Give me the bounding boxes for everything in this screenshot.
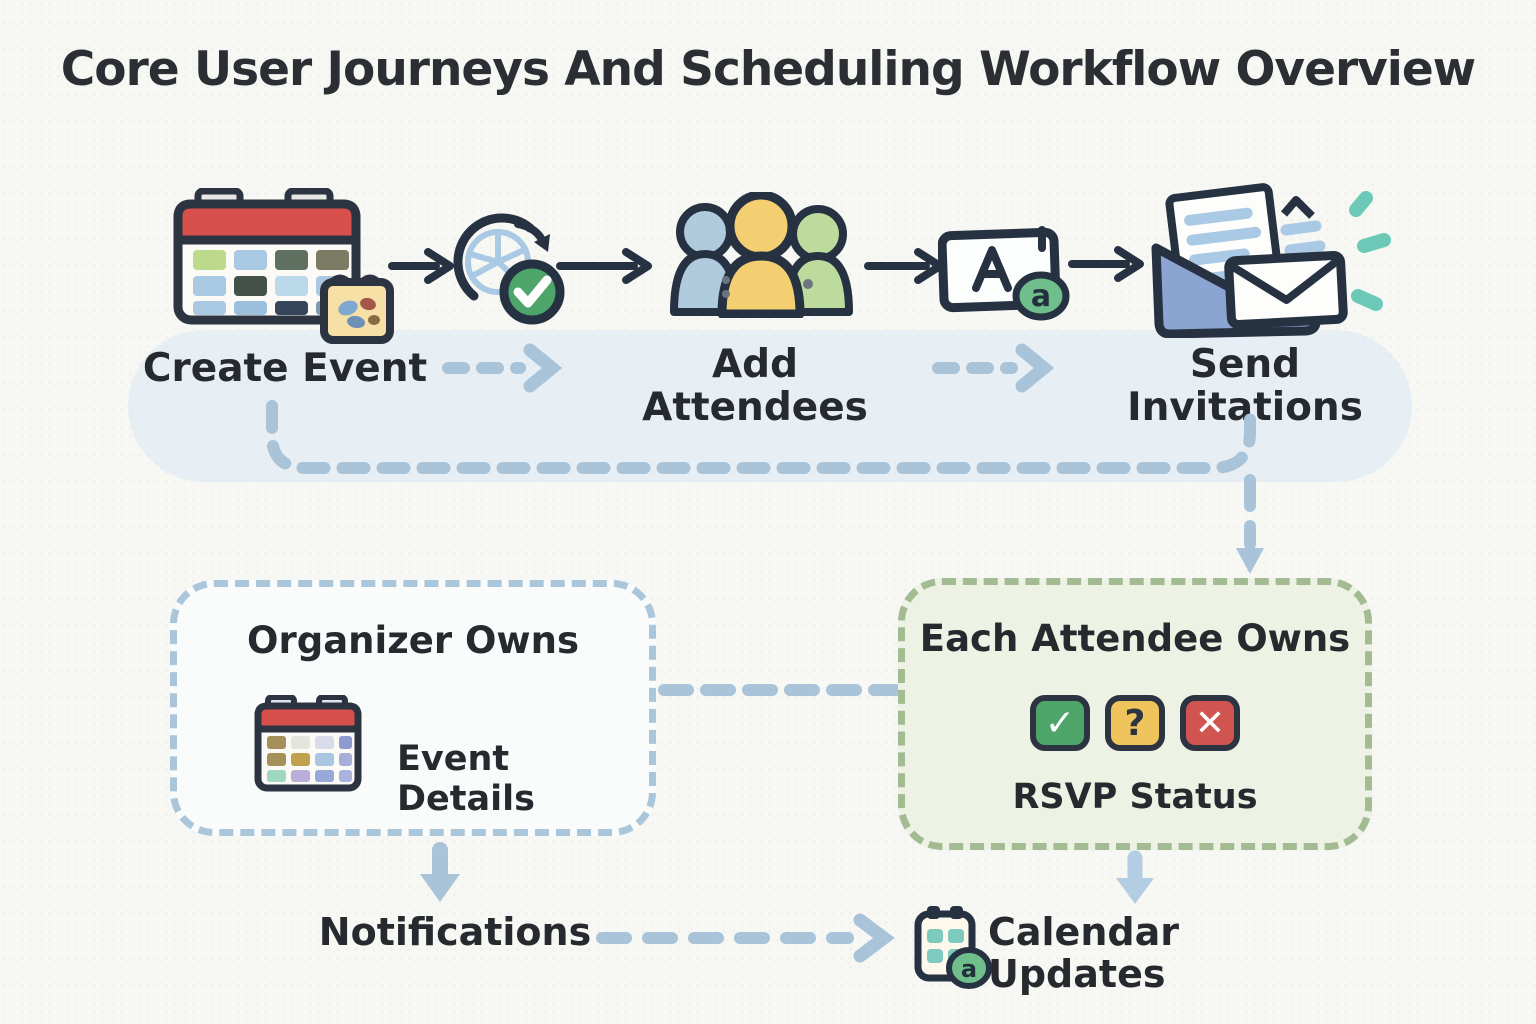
organizer-owns-item: Event Details bbox=[397, 739, 535, 819]
attendee-owns-item: RSVP Status bbox=[1012, 777, 1258, 817]
attendee-owns-title: Each Attendee Owns bbox=[919, 617, 1351, 660]
clock-confirm-icon bbox=[453, 213, 565, 325]
mail-folder-icon bbox=[1151, 183, 1391, 338]
svg-text:a: a bbox=[961, 955, 977, 983]
arrow-clock-to-people-icon bbox=[556, 248, 652, 284]
notifications-label: Notifications bbox=[318, 910, 592, 954]
svg-text:a: a bbox=[1031, 279, 1051, 314]
calendar-icon bbox=[173, 188, 361, 325]
mini-calendar-icon bbox=[320, 274, 394, 344]
step-label-create-event: Create Event bbox=[142, 346, 428, 391]
step-label-add-attendees: Add Attendees bbox=[642, 342, 868, 430]
rsvp-badge-row: ✓ ? ✕ bbox=[905, 695, 1365, 751]
arrow-attendee-to-calendar-updates bbox=[1116, 850, 1154, 904]
event-details-calendar-icon bbox=[254, 695, 362, 792]
arrow-compose-to-send-icon bbox=[1068, 246, 1144, 282]
page-title: Core User Journeys And Scheduling Workfl… bbox=[60, 42, 1476, 97]
organizer-owns-title: Organizer Owns bbox=[247, 619, 579, 662]
rsvp-accepted-icon: ✓ bbox=[1030, 695, 1090, 751]
arrow-calendar-to-clock-icon bbox=[388, 248, 454, 284]
step-label-send-invitations: Send Invitations bbox=[1127, 342, 1363, 430]
organizer-owns-box: Organizer Owns Event Details bbox=[170, 580, 656, 836]
rsvp-declined-icon: ✕ bbox=[1180, 695, 1240, 751]
calendar-sync-icon: a bbox=[914, 906, 992, 989]
arrow-people-to-compose-icon bbox=[864, 248, 944, 284]
rsvp-tentative-icon: ? bbox=[1105, 695, 1165, 751]
attendee-owns-box: Each Attendee Owns ✓ ? ✕ RSVP Status bbox=[898, 578, 1372, 850]
dashed-arrow-notifications-to-updates bbox=[596, 913, 895, 963]
arrow-organizer-to-notifications bbox=[420, 842, 460, 902]
attendees-people-icon bbox=[670, 192, 853, 318]
compose-email-icon: a bbox=[938, 226, 1070, 321]
calendar-updates-label: Calendar Updates bbox=[988, 910, 1179, 996]
connector-send-to-attendee-box bbox=[1236, 474, 1264, 574]
